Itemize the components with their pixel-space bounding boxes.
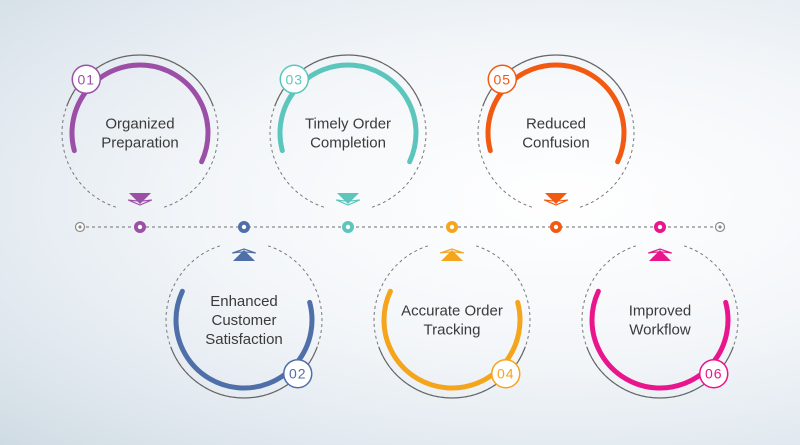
step-label-line: Completion (310, 135, 386, 152)
step-label-line: Workflow (629, 322, 691, 339)
timeline-end-right (714, 221, 726, 233)
step-label-line: Preparation (101, 135, 179, 152)
thick-color-arc (381, 288, 523, 391)
step-label-line: Improved (629, 303, 692, 320)
pointer-triangle (233, 250, 255, 261)
thick-color-arc (69, 62, 211, 165)
pointer-triangle (337, 193, 359, 204)
number-badge (282, 358, 313, 389)
step-number: 03 (285, 71, 303, 87)
outer-dashed-ring (61, 54, 219, 208)
step-label-line: Enhanced (210, 293, 278, 310)
outer-dashed-ring (269, 54, 427, 208)
number-badge (71, 64, 102, 95)
step-label-line: Satisfaction (205, 331, 283, 348)
step-label-line: Timely Order (305, 116, 391, 133)
thick-color-arc (277, 62, 419, 165)
step-number: 04 (497, 366, 515, 382)
number-badge (490, 358, 521, 389)
pointer-triangle (545, 193, 567, 204)
step-number: 01 (77, 71, 95, 87)
step-number: 02 (289, 366, 307, 382)
timeline-node-center (345, 224, 351, 230)
timeline-node-center (553, 224, 559, 230)
number-badge (487, 64, 518, 95)
number-badge (698, 358, 729, 389)
number-badge (279, 64, 310, 95)
timeline-node-center (137, 224, 143, 230)
pointer-triangle (649, 250, 671, 261)
step-number: 05 (493, 71, 511, 87)
thick-color-arc (173, 288, 315, 391)
timeline-end-left (74, 221, 86, 233)
timeline-node-center (449, 224, 455, 230)
step-label-line: Confusion (522, 135, 590, 152)
pointer-triangle (441, 250, 463, 261)
step-label-line: Customer (211, 312, 276, 329)
outer-dashed-ring (477, 54, 635, 208)
step-number: 06 (705, 366, 723, 382)
timeline-node-center (241, 224, 247, 230)
thick-color-arc (485, 62, 627, 165)
outer-dashed-ring (165, 245, 323, 399)
step-label-line: Reduced (526, 116, 586, 133)
step-label-line: Organized (105, 116, 174, 133)
step-label-line: Accurate Order (401, 303, 503, 320)
outer-dashed-ring (581, 245, 739, 399)
thick-color-arc (589, 288, 731, 391)
pointer-triangle (129, 193, 151, 204)
step-label-line: Tracking (424, 322, 481, 339)
outer-dashed-ring (373, 245, 531, 399)
timeline-node-center (657, 224, 663, 230)
